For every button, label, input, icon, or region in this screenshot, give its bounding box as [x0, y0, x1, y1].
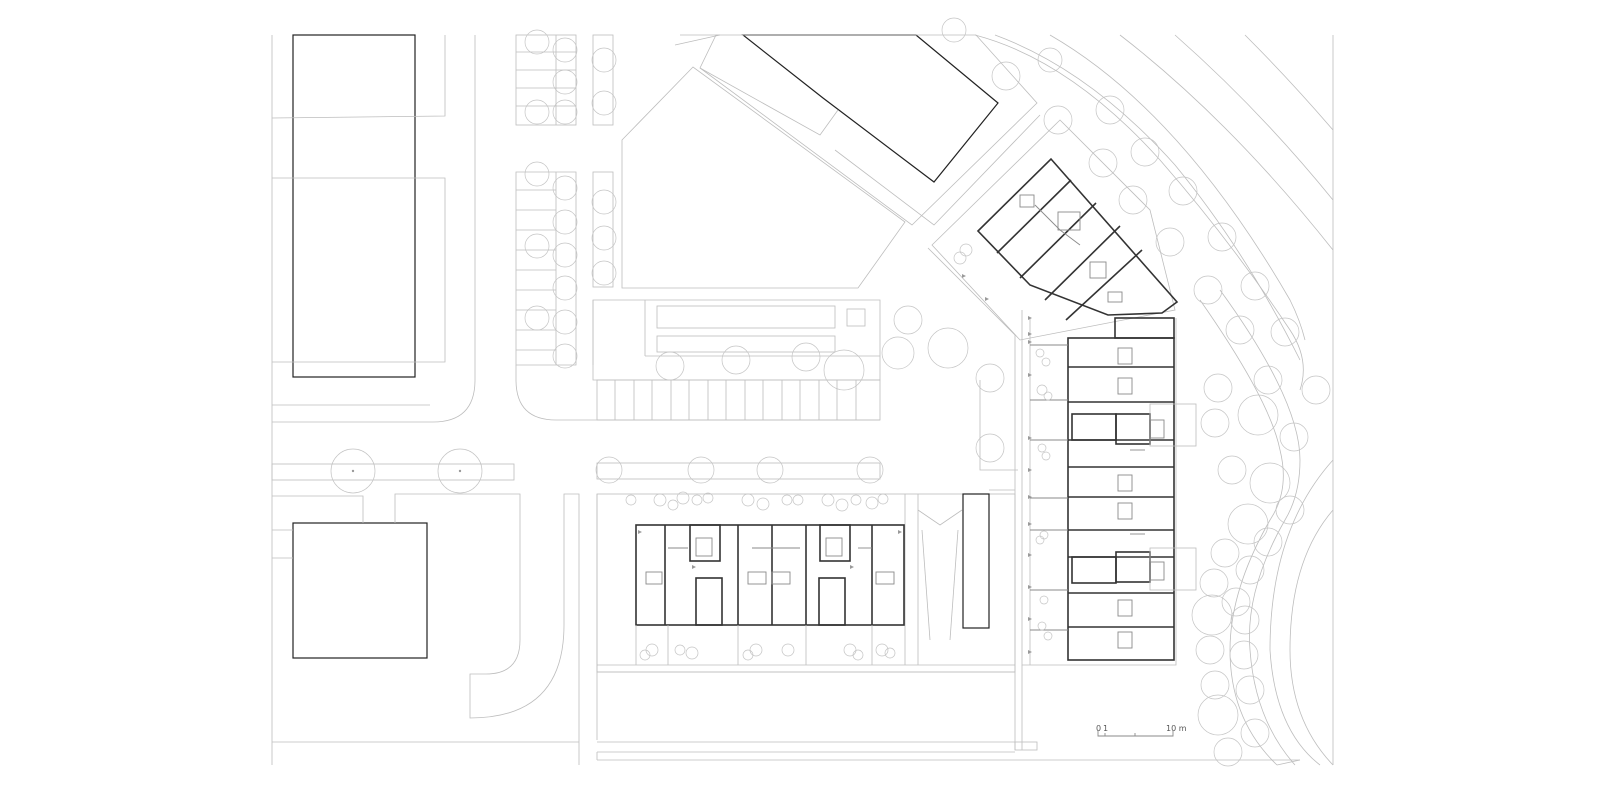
existing-building-north-center [674, 34, 1041, 226]
new-building-north-east-wing [931, 119, 1179, 341]
drawing-boundary [271, 35, 1334, 765]
trees-east-avenue [941, 17, 1331, 767]
road-strip-west [271, 448, 515, 494]
trees-parking-north [524, 29, 617, 369]
existing-building-south-west [272, 493, 580, 765]
scale-label-end: 10 m [1166, 724, 1187, 733]
parking-north [515, 34, 880, 421]
curved-roads-east [974, 34, 1334, 766]
new-building-south-row [596, 489, 1016, 740]
south-road-strip [595, 456, 884, 484]
new-building-east-block [1021, 310, 1197, 666]
scale-label-zero: 0 [1096, 724, 1101, 733]
parking-south-row [596, 379, 881, 421]
service-road [272, 247, 1301, 766]
scale-bar: 0 1 10 m [1096, 724, 1187, 737]
central-plaza [592, 66, 906, 381]
trees-south-gardens [625, 491, 896, 661]
scale-label-one: 1 [1103, 724, 1108, 733]
trees-plaza [655, 305, 1005, 463]
existing-building-north-west [271, 34, 476, 423]
